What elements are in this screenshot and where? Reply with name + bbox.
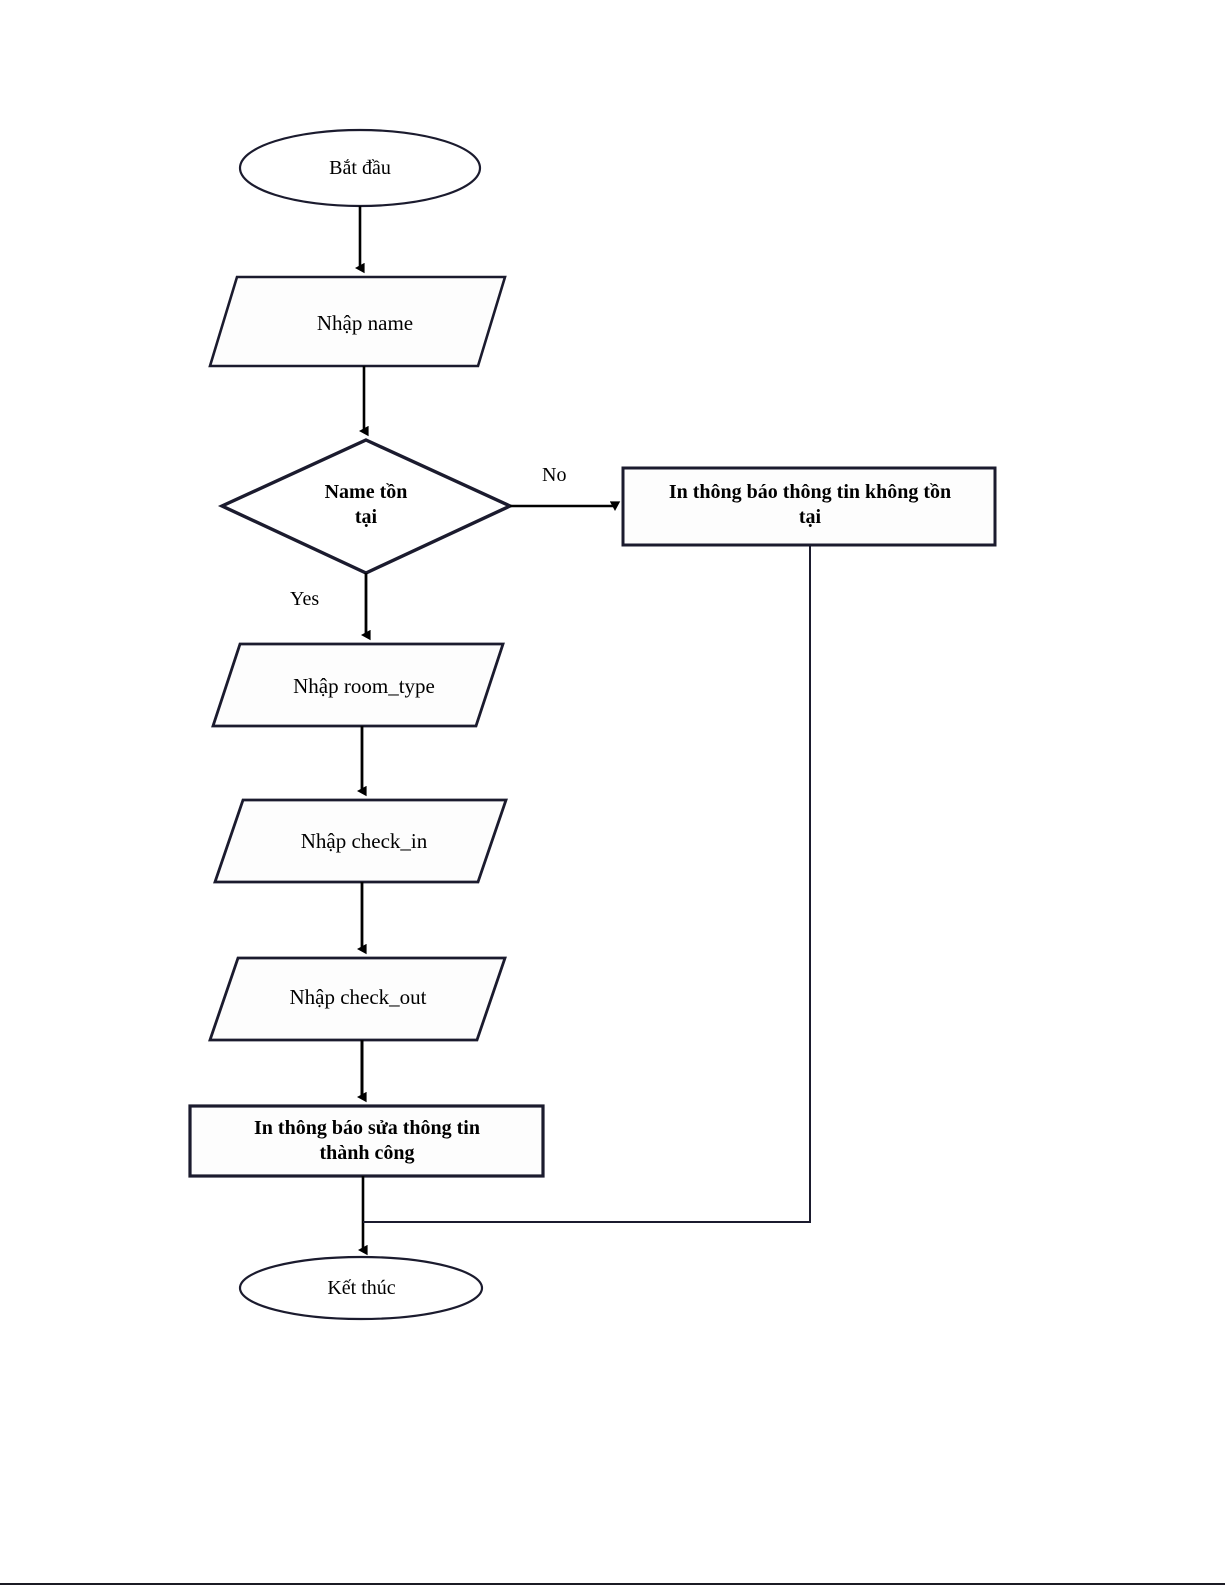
- node-end-shape: [238, 1255, 484, 1321]
- node-nhap-check-in-shape: [213, 798, 508, 884]
- node-start-shape: [238, 128, 482, 208]
- node-thanh-cong-shape: [188, 1104, 545, 1178]
- node-nhap-check-out-shape: [208, 956, 507, 1042]
- node-decision-shape: [217, 438, 515, 575]
- edge-khong-ton-tai-to-end: [363, 545, 811, 1223]
- node-nhap-room-type-shape: [211, 642, 505, 728]
- node-nhap-name-shape: [208, 275, 507, 368]
- node-khong-ton-tai-shape: [621, 466, 997, 547]
